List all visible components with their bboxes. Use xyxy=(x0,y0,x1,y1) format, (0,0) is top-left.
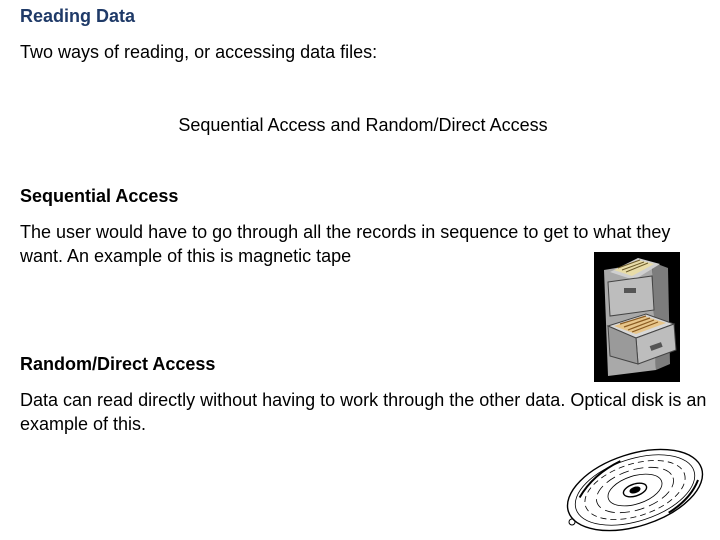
intro-text: Two ways of reading, or accessing data f… xyxy=(20,42,378,62)
access-types-line: Sequential Access and Random/Direct Acce… xyxy=(178,115,548,135)
random-access-description: Data can read directly without having to… xyxy=(20,390,707,434)
slide-title: Reading Data xyxy=(20,6,136,26)
optical-disk-icon xyxy=(566,448,704,532)
sequential-access-heading: Sequential Access xyxy=(20,186,179,206)
filing-cabinet-icon xyxy=(594,252,680,382)
sequential-access-description: The user would have to go through all th… xyxy=(20,222,671,266)
random-access-heading: Random/Direct Access xyxy=(20,354,216,374)
